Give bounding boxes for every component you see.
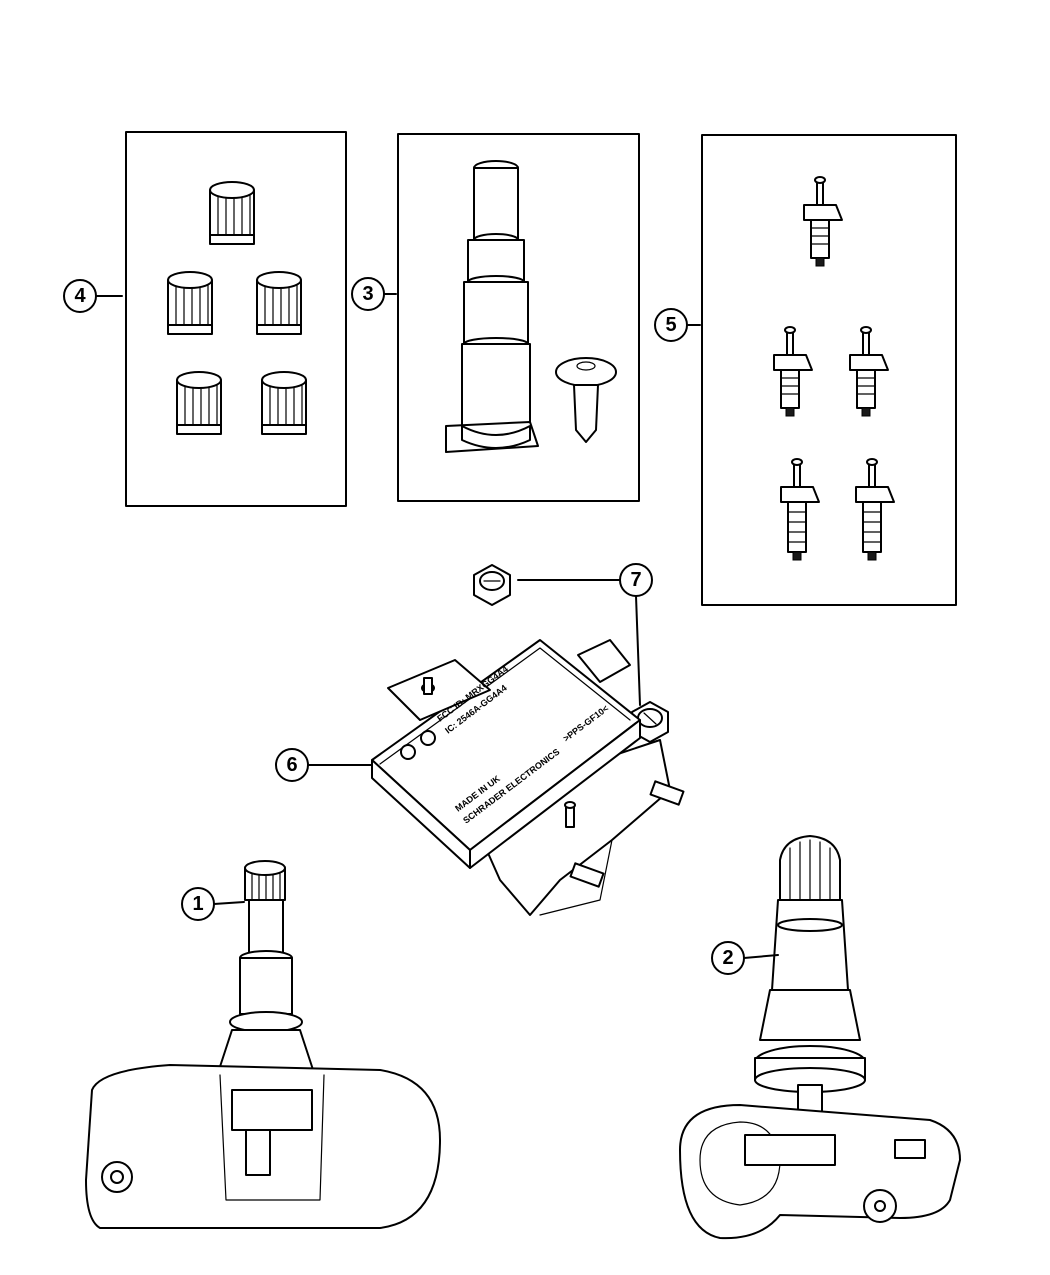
callout-4: 4 <box>63 279 97 313</box>
valve-cap <box>261 371 307 435</box>
tpms-sensor-right <box>679 835 961 1240</box>
valve-core <box>780 458 820 561</box>
valve-cap <box>176 371 222 435</box>
callout-6: 6 <box>275 748 309 782</box>
svg-text:4: 4 <box>74 285 86 307</box>
valve-cap <box>167 271 213 335</box>
panel-valve-cores <box>701 134 957 606</box>
callout-2: 2 <box>711 941 745 975</box>
screw <box>555 357 617 443</box>
receiver-module: FCC ID: MRXGG4A4 IC: 2546A-GG4A4 MADE IN… <box>371 639 685 916</box>
callout-3: 3 <box>351 277 385 311</box>
svg-text:3: 3 <box>362 283 373 305</box>
valve-core <box>773 326 813 417</box>
svg-text:2: 2 <box>722 947 733 969</box>
panel-valve-stem <box>397 133 640 502</box>
valve-core <box>803 176 843 267</box>
valve-core <box>849 326 889 417</box>
valve-cap <box>256 271 302 335</box>
callout-1: 1 <box>181 887 215 921</box>
callout-5: 5 <box>654 308 688 342</box>
panel-valve-caps <box>125 131 347 507</box>
svg-text:7: 7 <box>630 569 641 591</box>
valve-cap <box>209 181 255 245</box>
callouts: 4 3 5 6 7 1 2 <box>63 277 779 975</box>
svg-text:6: 6 <box>286 754 297 776</box>
tpms-sensor-left <box>85 860 441 1229</box>
valve-core <box>855 458 895 561</box>
valve-stem-body <box>445 160 539 453</box>
callout-7: 7 <box>619 563 653 597</box>
svg-text:5: 5 <box>665 314 676 336</box>
svg-text:1: 1 <box>192 893 203 915</box>
nut <box>473 564 511 606</box>
